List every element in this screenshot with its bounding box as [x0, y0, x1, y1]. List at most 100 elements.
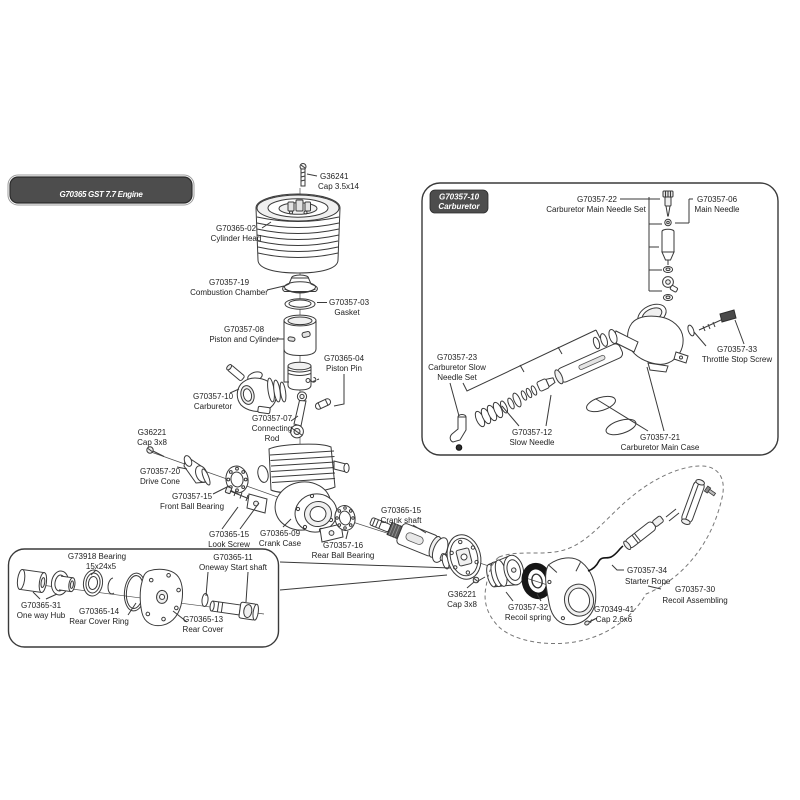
snap-ring-part	[107, 577, 115, 595]
rear-ball-bearing	[334, 505, 356, 531]
drive-plate	[441, 534, 482, 580]
page-title: G70365 GST 7.7 Engine	[59, 190, 143, 199]
svg-text:Rod: Rod	[265, 434, 280, 443]
recoil-pulley	[486, 554, 525, 588]
label-cap-3x8-rear: G36221	[448, 590, 477, 599]
svg-text:Carburetor Main Needle Set: Carburetor Main Needle Set	[546, 205, 646, 214]
recoil-housing	[545, 557, 597, 626]
svg-text:Cap 3x8: Cap 3x8	[137, 438, 167, 447]
inset-leader-lines	[449, 197, 745, 432]
bearing-15x24x5-part	[82, 569, 104, 597]
label-gasket: G70357-03	[329, 298, 370, 307]
label-connecting-rod: G70357-07	[252, 414, 293, 423]
svg-text:One way Hub: One way Hub	[17, 611, 66, 620]
label-main-needle: G70357-06	[697, 195, 738, 204]
label-drive-cone: G70357-20	[140, 467, 181, 476]
title-badge: G70365 GST 7.7 Engine	[7, 174, 195, 206]
oneway-start-shaft-part	[201, 593, 259, 621]
label-crank-shaft: G70365-15	[381, 506, 422, 515]
label-carb-main-case: G70357-21	[640, 433, 681, 442]
inset-badge-line2: Carburetor	[438, 202, 480, 211]
svg-text:Look Screw: Look Screw	[208, 540, 250, 549]
label-look-screw: G70365-15	[209, 530, 250, 539]
one-way-hub-part	[16, 569, 48, 593]
svg-text:Throttle Stop Screw: Throttle Stop Screw	[702, 355, 772, 364]
piston	[287, 361, 312, 391]
svg-text:Cap 3.5x14: Cap 3.5x14	[318, 182, 359, 191]
piston-pin	[311, 376, 332, 410]
label-slow-needle: G70357-12	[512, 428, 553, 437]
inset-main-needle-stack	[661, 190, 679, 301]
label-recoil-spring: G70357-32	[508, 603, 549, 612]
svg-text:Slow Needle: Slow Needle	[510, 438, 555, 447]
carburetor-main	[226, 364, 287, 415]
cap-screw-3-5x14	[299, 163, 307, 187]
main-labels: G36241 Cap 3.5x14 G70365-02 Cylinder Hea…	[17, 172, 728, 634]
cap-screw-3x8-rear	[472, 576, 486, 584]
label-combustion-chamber: G70357-19	[209, 278, 250, 287]
starter-rope-part	[587, 545, 624, 572]
inset-slow-needle-parts	[449, 343, 624, 451]
gasket-ring	[284, 298, 316, 310]
label-carburetor: G70357-10	[193, 392, 234, 401]
label-starter-rope: G70357-34	[627, 566, 668, 575]
label-carb-main-needle-set: G70357-22	[577, 195, 618, 204]
connecting-rod	[290, 391, 308, 439]
inset-throttle-stop-screw	[698, 309, 737, 332]
inset-labels: G70357-22 Carburetor Main Needle Set G70…	[428, 195, 772, 452]
svg-text:Drive Cone: Drive Cone	[140, 477, 181, 486]
label-piston-and-cylinder: G70357-08	[224, 325, 265, 334]
svg-text:Cap 2.6x6: Cap 2.6x6	[596, 615, 633, 624]
label-oneway-start-shaft: G70365-11	[213, 553, 253, 562]
label-cap-3-5x14: G36241	[320, 172, 349, 181]
front-ball-bearing	[225, 465, 249, 494]
svg-text:Rear Cover Ring: Rear Cover Ring	[69, 617, 129, 626]
svg-text:Front Ball Bearing: Front Ball Bearing	[160, 502, 224, 511]
svg-text:Combustion Chamber: Combustion Chamber	[190, 288, 268, 297]
svg-text:Recoil Assembling: Recoil Assembling	[662, 596, 727, 605]
svg-text:Oneway Start shaft: Oneway Start shaft	[199, 563, 268, 572]
label-rear-cover-ring: G70365-14	[79, 607, 120, 616]
one-way-flange-part	[50, 570, 76, 596]
svg-text:Carburetor Slow: Carburetor Slow	[428, 363, 486, 372]
label-crank-case: G70365-09	[260, 529, 301, 538]
inset-badge-line1: G70357-10	[439, 193, 480, 202]
cap-screw-2-6x6	[584, 618, 596, 626]
carburetor-inset-box: G70357-10 Carburetor	[421, 182, 779, 456]
svg-text:15x24x5: 15x24x5	[86, 562, 117, 571]
label-bearing-15x24x5: G73918 Bearing	[68, 552, 126, 561]
label-carb-slow-needle-set: G70357-23	[437, 353, 478, 362]
svg-text:Cap 3x8: Cap 3x8	[447, 600, 477, 609]
svg-text:Carburetor: Carburetor	[194, 402, 233, 411]
label-cap-2-6x6: G70349-41	[594, 605, 635, 614]
svg-text:Starter Rope: Starter Rope	[625, 577, 671, 586]
crank-case	[246, 443, 350, 543]
inset-carburetor-body	[592, 303, 695, 373]
leader-lines	[32, 173, 662, 623]
svg-text:Crank Case: Crank Case	[259, 539, 302, 548]
svg-text:Piston Pin: Piston Pin	[326, 364, 362, 373]
svg-text:Cylinder Head: Cylinder Head	[211, 234, 262, 243]
inset-main-case-orings	[586, 395, 637, 436]
starter-handle	[623, 479, 717, 550]
combustion-chamber	[282, 274, 318, 294]
svg-text:Crank shaft: Crank shaft	[381, 516, 423, 525]
cylinder-head	[255, 193, 341, 274]
cylinder-sleeve	[283, 314, 317, 357]
svg-text:Carburetor Main Case: Carburetor Main Case	[621, 443, 700, 452]
label-cylinder-head: G70365-02	[216, 224, 257, 233]
recoil-dashed-outline	[484, 465, 724, 645]
label-piston-pin: G70365-04	[324, 354, 365, 363]
svg-text:Rear Cover: Rear Cover	[183, 625, 224, 634]
drive-cone	[183, 455, 211, 486]
svg-text:Rear Ball Bearing: Rear Ball Bearing	[312, 551, 375, 560]
label-front-ball-bearing: G70357-15	[172, 492, 213, 501]
svg-text:Needle Set: Needle Set	[437, 373, 477, 382]
label-one-way-hub: G70365-31	[21, 601, 62, 610]
svg-text:Piston and Cylinder: Piston and Cylinder	[209, 335, 279, 344]
label-recoil-assembling: G70357-30	[675, 585, 716, 594]
svg-text:Gasket: Gasket	[334, 308, 360, 317]
label-rear-cover: G70365-13	[183, 615, 224, 624]
